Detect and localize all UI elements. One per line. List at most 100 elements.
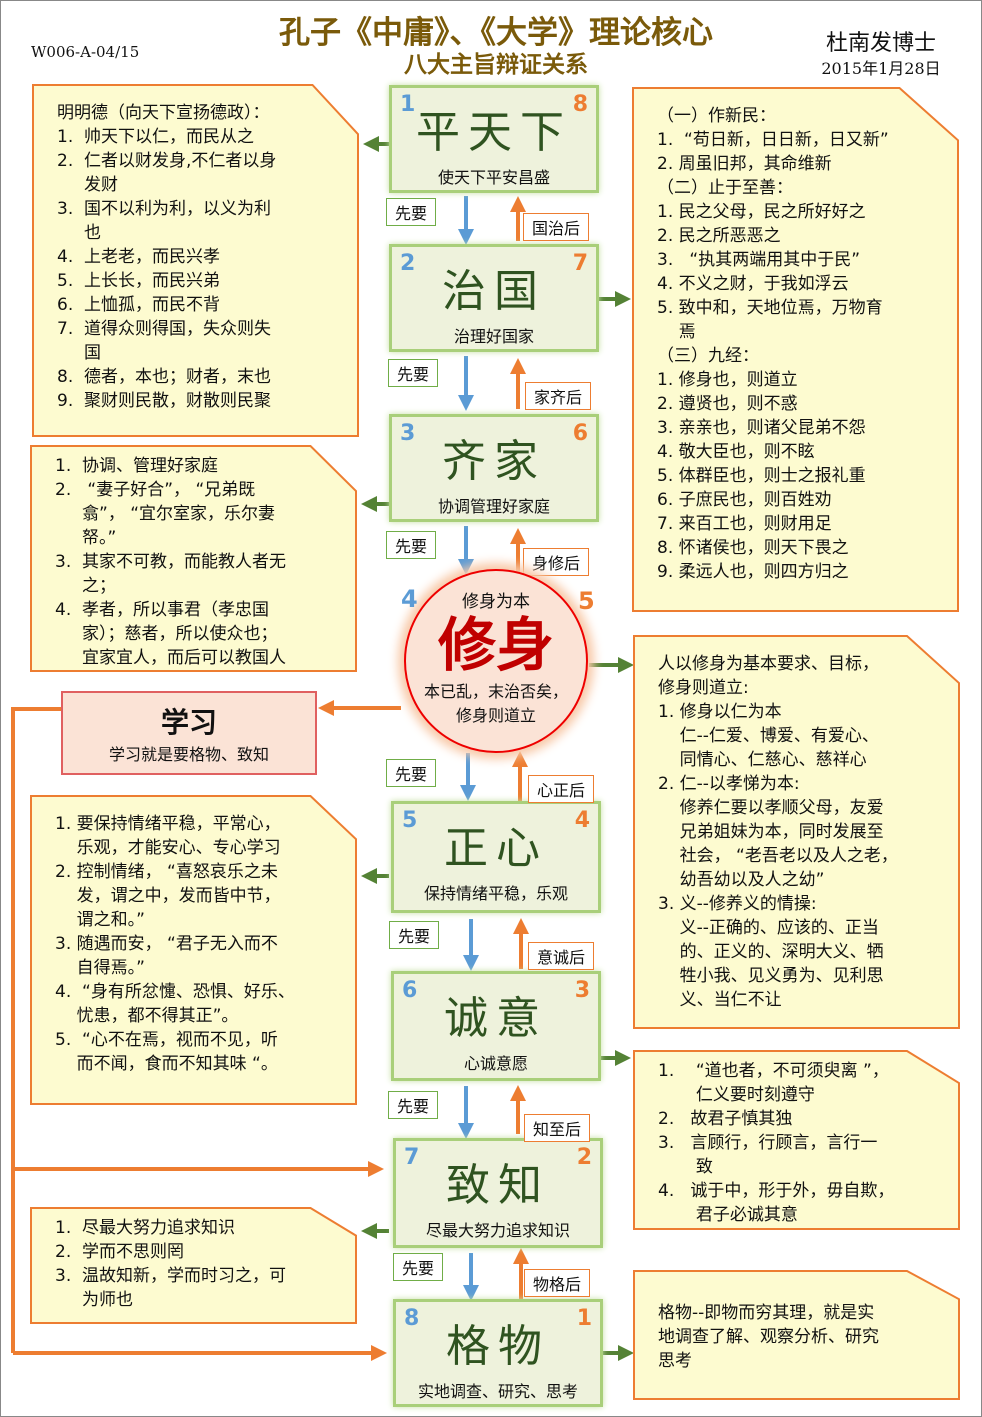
note-line: 6. 上恤孤，而民不背 [57,295,221,315]
note-line: 5. 上长长，而民兴弟 [57,271,221,291]
tag-post: 意诚后 [528,942,595,970]
tag-post: 国治后 [523,213,590,241]
step-name: 平天下 [416,107,572,158]
tag-pre: 先要 [388,1091,439,1119]
step-name: 修身 [437,611,554,679]
note-line: 4. 敬大臣也，则不眩 [657,442,815,462]
order-left: 3 [400,421,416,446]
order-right: 6 [572,421,588,446]
title: 孔子《中庸》、《大学》理论核心 [279,15,713,51]
note-line: 5. “心不在焉，视而不见，听 而不闻，食而不知其味 “。 [55,1030,278,1074]
note-line: 4. 诚于中，形于外，毋自欺， 君子必诚其意 [658,1181,895,1225]
note-xiushen: 人以修身为基本要求、目标， 修身则道立:1. 修身以仁为本 仁--仁爱、博爱、有… [634,636,959,1028]
note-line: 1. 要保持情绪平稳，平常心， 乐观，才能安心、专心学习 [55,814,281,858]
tag-pre: 先要 [386,531,437,559]
note-gewu: 格物--即物而穷其理，就是实 地调查了解、观察分析、研究 思考 [634,1271,959,1399]
note-line: 1. “道也者，不可须臾离 ”， 仁义要时刻遵守 [658,1061,889,1105]
note-line: （三）九经： [657,346,759,366]
order-left: 5 [402,808,418,833]
order-right: 4 [574,808,590,833]
note-zhiguo: （一）作新民：1. “苟日新，日日新，日又新”2. 周虽旧邦，其命维新（二）止于… [633,88,958,611]
note-line: 2. 仁者以财发身,不仁者以身 发财 [57,151,277,195]
note-line: 8. 怀诸侯也，则天下畏之 [657,538,849,558]
step-name: 诚意 [444,993,548,1044]
note-line: 格物--即物而穷其理，就是实 地调查了解、观察分析、研究 思考 [658,1303,879,1371]
order-right: 5 [578,587,595,615]
note-line: 3. 国不以利为利，以义为利 也 [57,199,272,243]
step-name: 治国 [442,266,546,317]
tag-post: 物格后 [524,1269,591,1297]
note-line: 1. 协调、管理好家庭 [55,456,219,476]
step-caption: 修身为本 [462,592,530,612]
note-qijia: 1. 协调、管理好家庭 2. “妻子好合”， “兄弟既 翕”， “宜尔室家，乐尔妻… [31,446,356,671]
note-line: 4. 不义之财，于我如浮云 [657,274,849,294]
tag-pre: 先要 [386,759,437,787]
note-line: 人以修身为基本要求、目标， 修身则道立: [658,654,879,698]
step-name: 格物 [446,1321,550,1372]
step-chengyi: 6 3 诚意心诚意愿 [391,971,601,1081]
step-caption: 治理好国家 [453,327,534,346]
order-right: 1 [576,1306,592,1331]
note-line: 1. 民之父母，民之所好好之 [657,202,866,222]
note-line: 2. 学而不思则罔 [55,1242,185,1262]
order-right: 2 [576,1145,592,1170]
tag-pre: 先要 [386,198,437,226]
order-left: 1 [400,92,416,117]
step-caption: 心诚意愿 [463,1054,528,1073]
note-line: 2. 仁--以孝悌为本: 修养仁要以孝顺父母，友爱 兄弟姐妹为本，同时发展至 社… [658,774,898,890]
note-line: 2. 民之所恶恶之 [657,226,781,246]
order-right: 3 [574,978,590,1003]
step-name: 致知 [446,1160,550,1211]
tag-post: 家齐后 [525,382,592,410]
step-caption: 使天下平安昌盛 [437,168,550,187]
order-left: 6 [402,978,418,1003]
note-line: 3. 温故知新，学而时习之，可 为师也 [55,1266,287,1310]
step-caption-3: 修身则道立 [455,706,536,725]
tag-pre: 先要 [389,921,440,949]
tag-post: 知至后 [524,1114,591,1142]
note-line: 1. 修身也，则道立 [657,370,798,390]
step-caption: 保持情绪平稳，乐观 [423,884,568,903]
note-line: 5. 体群臣也，则士之报礼重 [657,466,866,486]
study-box: 学习 学习就是要格物、致知 [61,691,317,775]
note-line: 3. 其家不可教，而能教人者无 之； [55,552,287,596]
step-caption: 实地调查、研究、思考 [417,1382,578,1401]
note-line: 2. 遵贤也，则不惑 [657,394,798,414]
order-right: 7 [572,251,588,276]
study-title: 学习 [160,706,217,739]
note-line: 2. 故君子慎其独 [658,1109,793,1129]
doc-code: W006-A-04/15 [31,43,140,61]
note-line: （一）作新民： [657,106,776,126]
author: 杜南发博士 [825,31,936,56]
step-zhizhi: 7 2 致知尽最大努力追求知识 [393,1138,603,1248]
tag-post: 心正后 [528,775,595,803]
note-line: 6. 子庶民也，则百姓劝 [657,490,832,510]
step-caption: 尽最大努力追求知识 [425,1221,570,1240]
note-line: （二）止于至善： [657,178,793,198]
note-line: 8. 德者，本也；财者，末也 [57,367,272,387]
note-line: 5. 致中和，天地位焉，万物育 焉 [657,298,883,342]
order-left: 7 [404,1145,420,1170]
step-xiushen: 修身为本 修身 本已乱，末治否矣， 修身则道立 [404,569,588,753]
note-line: 1. “苟日新，日日新，日又新” [657,130,889,150]
order-right: 8 [572,92,588,117]
note-line: 2. “妻子好合”， “兄弟既 翕”， “宜尔室家，乐尔妻 帑。” [55,480,276,548]
tag-post: 身修后 [523,548,590,576]
note-line: 3. 义--修养义的情操: 义--正确的、应该的、正当 的、正义的、深明大义、牺… [658,894,884,1010]
note-line: 9. 柔远人也，则四方归之 [657,562,849,582]
study-caption: 学习就是要格物、致知 [108,745,269,764]
note-line: 4. 上老老，而民兴孝 [57,247,221,267]
tag-pre: 先要 [388,359,439,387]
order-left: 4 [401,585,418,613]
note-line: 4. 孝者，所以事君（孝忠国 家）；慈者，所以使众也； 宜家宜人，而后可以教国人 [55,600,287,668]
